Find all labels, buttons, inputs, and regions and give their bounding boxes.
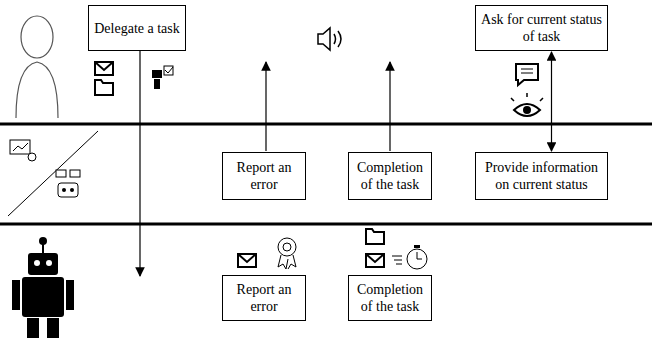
process-box: Report an error [222, 152, 306, 200]
box-label: Report an error [228, 281, 300, 315]
process-box: Delegate a task [88, 5, 186, 51]
box-label: Completion of the task [354, 159, 426, 193]
process-box: Completion of the task [348, 152, 432, 200]
box-label: Provide information on current status [481, 159, 602, 193]
process-box: Provide information on current status [475, 152, 608, 200]
process-box: Report an error [222, 275, 306, 321]
box-label: Completion of the task [354, 281, 426, 315]
box-label: Report an error [228, 159, 300, 193]
process-box: Completion of the task [348, 275, 432, 321]
box-label: Delegate a task [94, 20, 180, 37]
process-box: Ask for current status of task [475, 5, 608, 51]
box-label: Ask for current status of task [481, 11, 602, 45]
connector-arrow [551, 52, 552, 151]
